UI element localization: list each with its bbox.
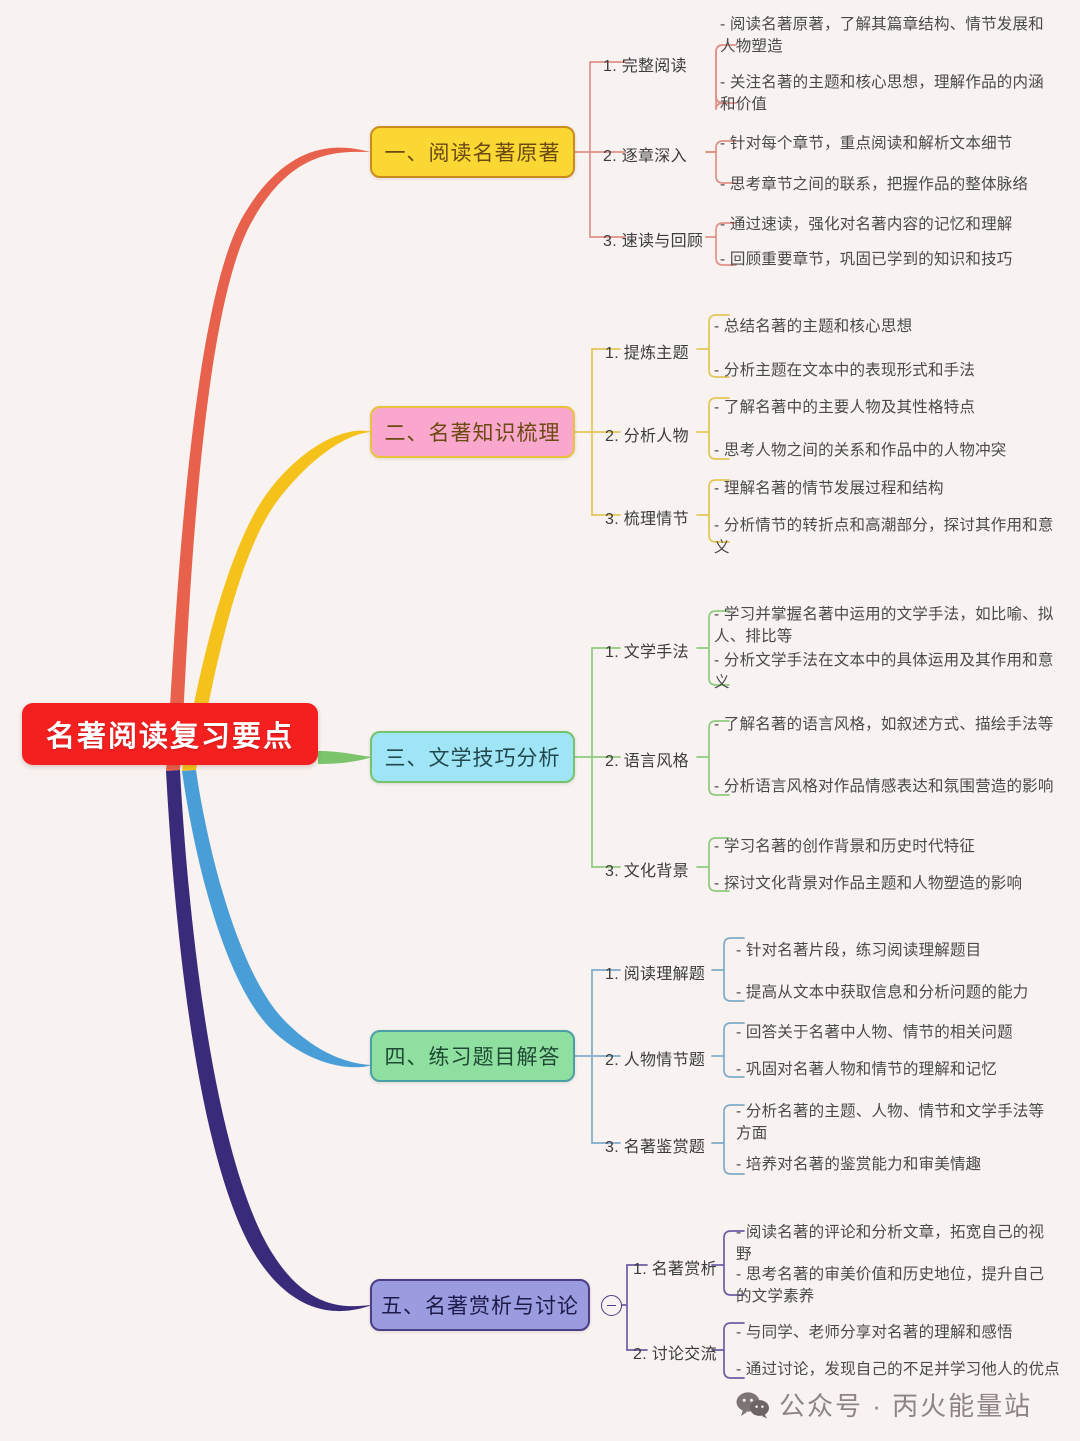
sub-node-3-3[interactable]: 3. 文化背景 bbox=[605, 863, 689, 880]
sub-node-3-1[interactable]: 1. 文学手法 bbox=[605, 644, 689, 661]
branch-label-1: 一、阅读名著原著 bbox=[384, 142, 561, 165]
leaf-2-3-1[interactable]: - 理解名著的情节发展过程和结构 bbox=[714, 480, 944, 497]
leaf-3-2-1[interactable]: - 了解名著的语言风格，如叙述方式、描绘手法等 bbox=[714, 716, 1054, 733]
leaf-4-1-1[interactable]: - 针对名著片段，练习阅读理解题目 bbox=[736, 942, 982, 959]
leaf-3-1-2[interactable]: - 分析文学手法在文本中的具体运用及其作用和意义 bbox=[714, 652, 1054, 691]
sub-node-5-2[interactable]: 2. 讨论交流 bbox=[633, 1346, 717, 1363]
leaf-1-2-2[interactable]: - 思考章节之间的联系，把握作品的整体脉络 bbox=[720, 176, 1029, 193]
sub-node-2-3[interactable]: 3. 梳理情节 bbox=[605, 511, 689, 528]
sub-node-4-3[interactable]: 3. 名著鉴赏题 bbox=[605, 1139, 706, 1156]
root-node[interactable]: 名著阅读复习要点 bbox=[22, 703, 318, 765]
branch-label-3: 三、文学技巧分析 bbox=[384, 747, 561, 770]
leaf-4-2-2[interactable]: - 巩固对名著人物和情节的理解和记忆 bbox=[736, 1061, 998, 1078]
sub-node-1-1[interactable]: 1. 完整阅读 bbox=[603, 58, 687, 75]
watermark-text: 公众号 · 丙火能量站 bbox=[779, 1391, 1033, 1421]
branch-node-3[interactable]: 三、文学技巧分析 bbox=[370, 731, 575, 783]
leaf-3-3-1[interactable]: - 学习名著的创作背景和历史时代特征 bbox=[714, 838, 976, 855]
leaf-1-2-1[interactable]: - 针对每个章节，重点阅读和解析文本细节 bbox=[720, 135, 1013, 152]
leaf-5-1-2[interactable]: - 思考名著的审美价值和历史地位，提升自己的文学素养 bbox=[736, 1266, 1045, 1305]
edge-root-branch-5 bbox=[166, 770, 372, 1312]
leaf-3-1-1[interactable]: - 学习并掌握名著中运用的文学手法，如比喻、拟人、排比等 bbox=[714, 606, 1054, 645]
leaf-4-3-2[interactable]: - 培养对名著的鉴赏能力和审美情趣 bbox=[736, 1156, 982, 1173]
branch-node-5[interactable]: 五、名著赏析与讨论 bbox=[370, 1279, 590, 1331]
watermark: 公众号 · 丙火能量站 bbox=[736, 1386, 1032, 1423]
sub-node-5-1[interactable]: 1. 名著赏析 bbox=[633, 1261, 717, 1278]
edge-root-branch-1 bbox=[166, 147, 370, 771]
leaf-1-3-1[interactable]: - 通过速读，强化对名著内容的记忆和理解 bbox=[720, 216, 1013, 233]
root-label: 名著阅读复习要点 bbox=[45, 721, 294, 753]
leaf-1-1-2[interactable]: - 关注名著的主题和核心思想，理解作品的内涵和价值 bbox=[720, 74, 1044, 113]
sub-node-1-3[interactable]: 3. 速读与回顾 bbox=[603, 233, 704, 250]
leaf-4-2-1[interactable]: - 回答关于名著中人物、情节的相关问题 bbox=[736, 1024, 1013, 1041]
leaf-2-2-1[interactable]: - 了解名著中的主要人物及其性格特点 bbox=[714, 399, 976, 416]
branch-label-4: 四、练习题目解答 bbox=[384, 1046, 561, 1069]
leaf-2-1-2[interactable]: - 分析主题在文本中的表现形式和手法 bbox=[714, 362, 976, 379]
sub-node-2-2[interactable]: 2. 分析人物 bbox=[605, 428, 689, 445]
branch-node-1[interactable]: 一、阅读名著原著 bbox=[370, 126, 575, 178]
leaf-4-1-2[interactable]: - 提高从文本中获取信息和分析问题的能力 bbox=[736, 984, 1029, 1001]
leaf-2-1-1[interactable]: - 总结名著的主题和核心思想 bbox=[714, 318, 913, 335]
leaf-5-2-2[interactable]: - 通过讨论，发现自己的不足并学习他人的优点 bbox=[736, 1361, 1060, 1378]
sub-node-3-2[interactable]: 2. 语言风格 bbox=[605, 753, 689, 770]
leaf-5-1-1[interactable]: - 阅读名著的评论和分析文章，拓宽自己的视野 bbox=[736, 1224, 1045, 1263]
branch-label-2: 二、名著知识梳理 bbox=[384, 422, 561, 445]
minus-icon bbox=[607, 1304, 616, 1307]
leaf-2-3-2[interactable]: - 分析情节的转折点和高潮部分，探讨其作用和意义 bbox=[714, 517, 1054, 556]
branch-label-5: 五、名著赏析与讨论 bbox=[381, 1295, 579, 1318]
leaf-4-3-1[interactable]: - 分析名著的主题、人物、情节和文学手法等方面 bbox=[736, 1103, 1045, 1142]
branch-node-2[interactable]: 二、名著知识梳理 bbox=[370, 406, 575, 458]
branch-node-4[interactable]: 四、练习题目解答 bbox=[370, 1030, 575, 1082]
leaf-2-2-2[interactable]: - 思考人物之间的关系和作品中的人物冲突 bbox=[714, 442, 1007, 459]
edge-root-branch-3 bbox=[318, 751, 372, 764]
sub-node-4-2[interactable]: 2. 人物情节题 bbox=[605, 1052, 706, 1069]
sub-node-2-1[interactable]: 1. 提炼主题 bbox=[605, 345, 689, 362]
sub-node-4-1[interactable]: 1. 阅读理解题 bbox=[605, 966, 706, 983]
leaf-3-2-2[interactable]: - 分析语言风格对作品情感表达和氛围营造的影响 bbox=[714, 778, 1054, 795]
sub-node-1-2[interactable]: 2. 逐章深入 bbox=[603, 148, 687, 165]
edge-root-branch-4 bbox=[182, 770, 372, 1068]
wechat-icon bbox=[736, 1391, 769, 1418]
leaf-5-2-1[interactable]: - 与同学、老师分享对名著的理解和感悟 bbox=[736, 1324, 1013, 1341]
collapse-toggle-branch-5[interactable] bbox=[601, 1295, 622, 1316]
leaf-3-3-2[interactable]: - 探讨文化背景对作品主题和人物塑造的影响 bbox=[714, 875, 1023, 892]
leaf-1-3-2[interactable]: - 回顾重要章节，巩固已学到的知识和技巧 bbox=[720, 251, 1013, 268]
leaf-1-1-1[interactable]: - 阅读名著原著，了解其篇章结构、情节发展和人物塑造 bbox=[720, 16, 1044, 55]
